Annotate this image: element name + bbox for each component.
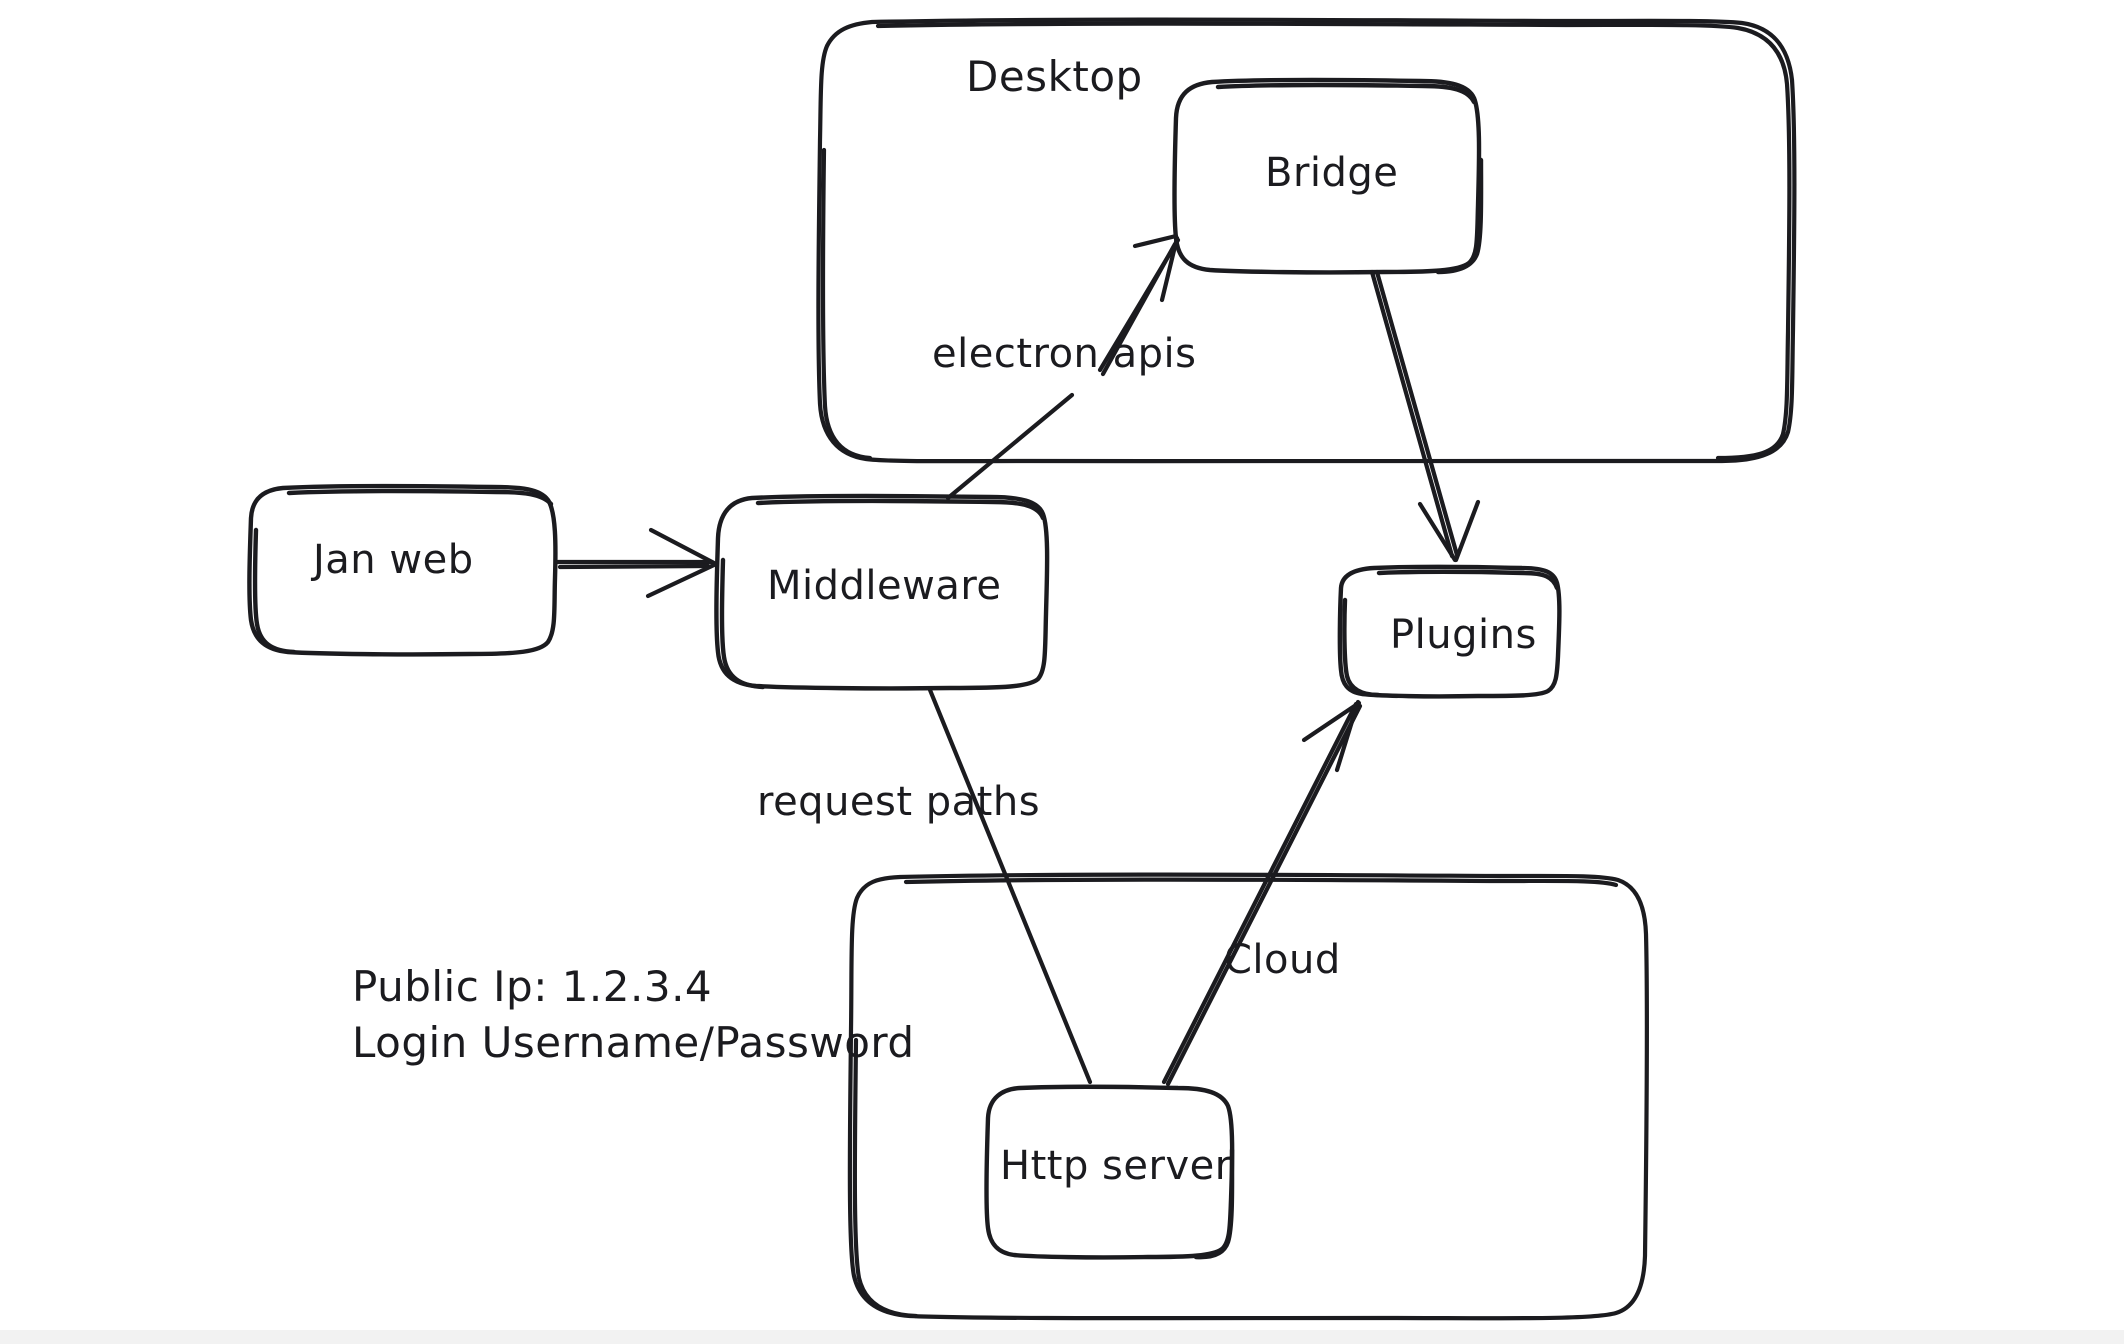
node-label-http-server: Http server xyxy=(1000,1143,1232,1189)
container-label-desktop: Desktop xyxy=(966,52,1143,101)
note-login-credentials: Login Username/Password xyxy=(352,1018,915,1067)
edge-label-request-paths: request paths xyxy=(757,779,1041,825)
node-plugins-outline xyxy=(1337,564,1562,699)
node-label-bridge: Bridge xyxy=(1265,150,1399,196)
edge-jan-web-to-middleware xyxy=(555,527,717,599)
node-label-plugins: Plugins xyxy=(1390,612,1537,658)
edge-middleware-to-bridge xyxy=(945,233,1181,501)
edge-bridge-to-plugins xyxy=(1369,269,1481,563)
edge-http-server-to-plugins xyxy=(1161,699,1363,1087)
edge-label-cloud: Cloud xyxy=(1224,937,1341,983)
note-public-ip: Public Ip: 1.2.3.4 xyxy=(352,962,713,1011)
node-jan-web-outline xyxy=(247,483,558,657)
container-cloud-outline xyxy=(847,872,1649,1321)
edge-label-electron-apis: electron apis xyxy=(932,331,1197,377)
node-middleware-outline xyxy=(714,493,1050,691)
node-bridge-outline xyxy=(1172,77,1484,275)
container-desktop-outline xyxy=(816,17,1797,464)
node-http-server-outline xyxy=(984,1084,1235,1260)
bottom-edge-strip xyxy=(0,1330,2124,1344)
edge-http-server-to-middleware xyxy=(927,687,1093,1085)
node-label-jan-web: Jan web xyxy=(313,537,474,583)
node-label-middleware: Middleware xyxy=(767,563,1002,609)
